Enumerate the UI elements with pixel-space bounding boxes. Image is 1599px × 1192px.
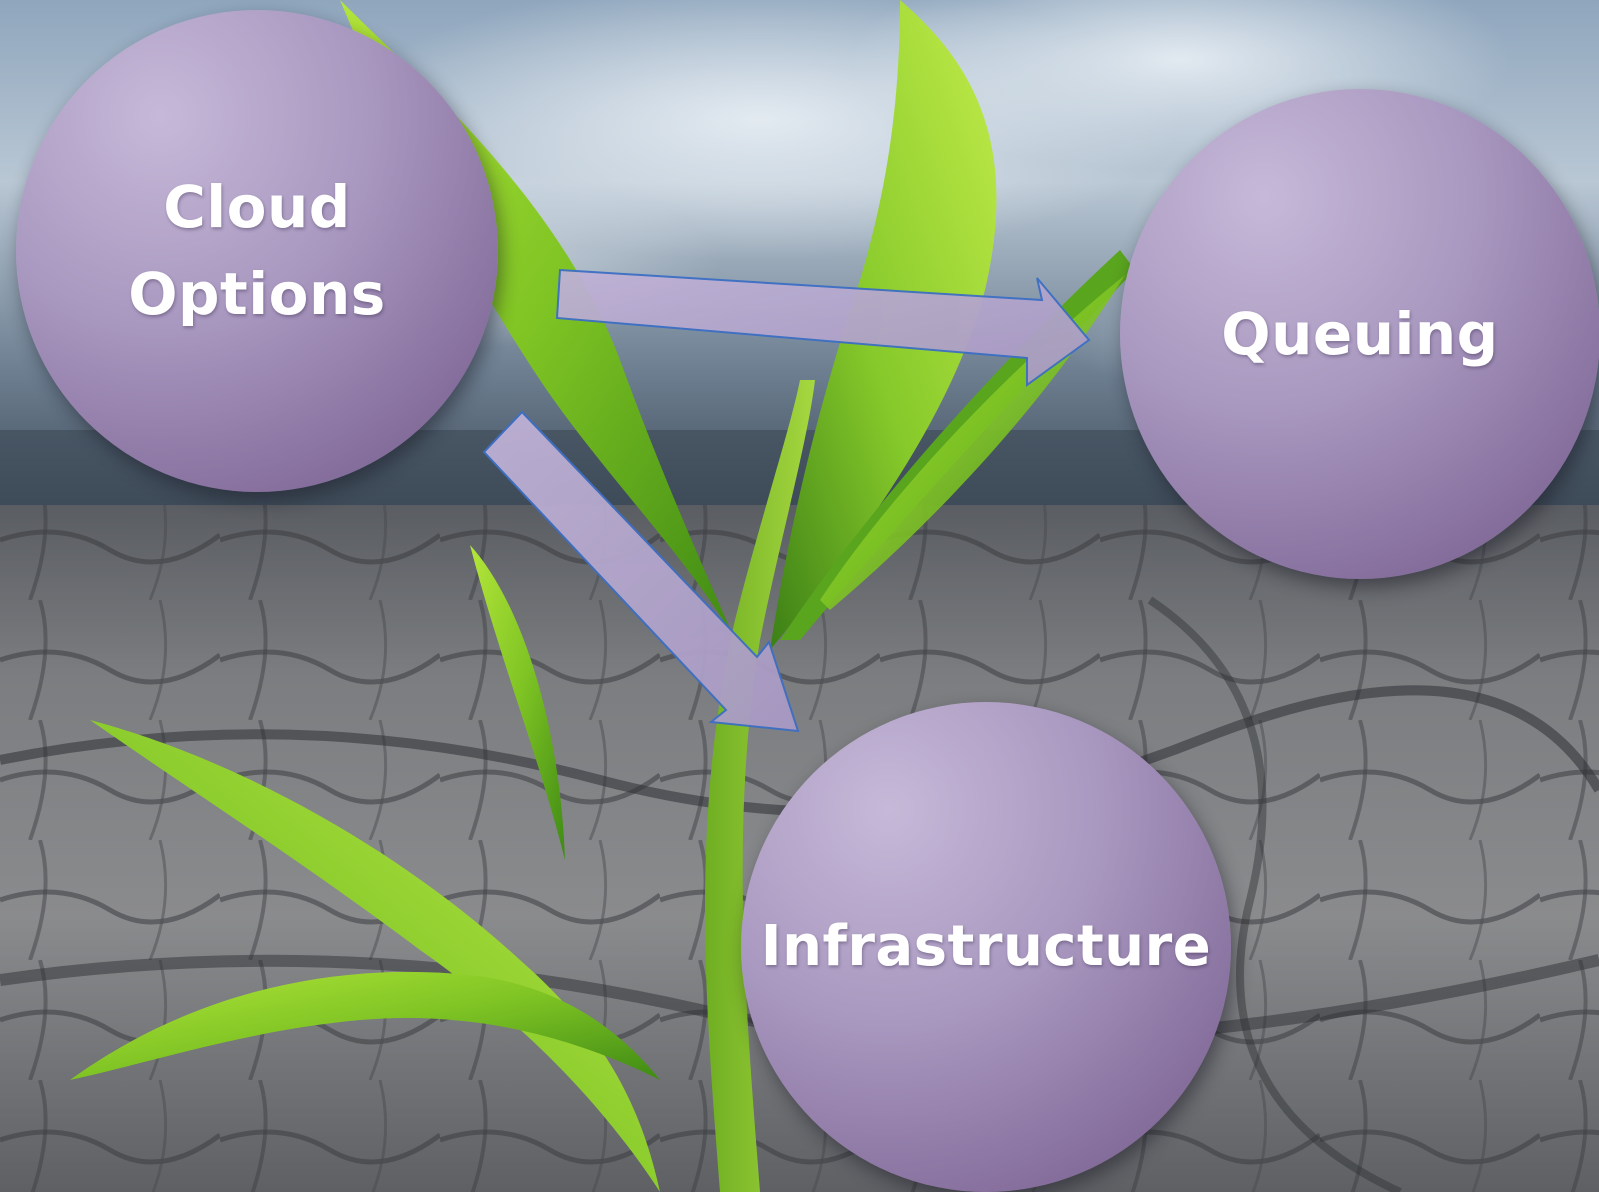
node-infrastructure: Infrastructure bbox=[741, 702, 1231, 1192]
node-cloud-options: Cloud Options bbox=[16, 10, 498, 492]
node-label-infrastructure: Infrastructure bbox=[760, 914, 1212, 979]
node-label-cloud-options: Cloud Options bbox=[128, 173, 386, 328]
node-label-queuing: Queuing bbox=[1221, 299, 1499, 368]
node-queuing: Queuing bbox=[1120, 89, 1599, 579]
